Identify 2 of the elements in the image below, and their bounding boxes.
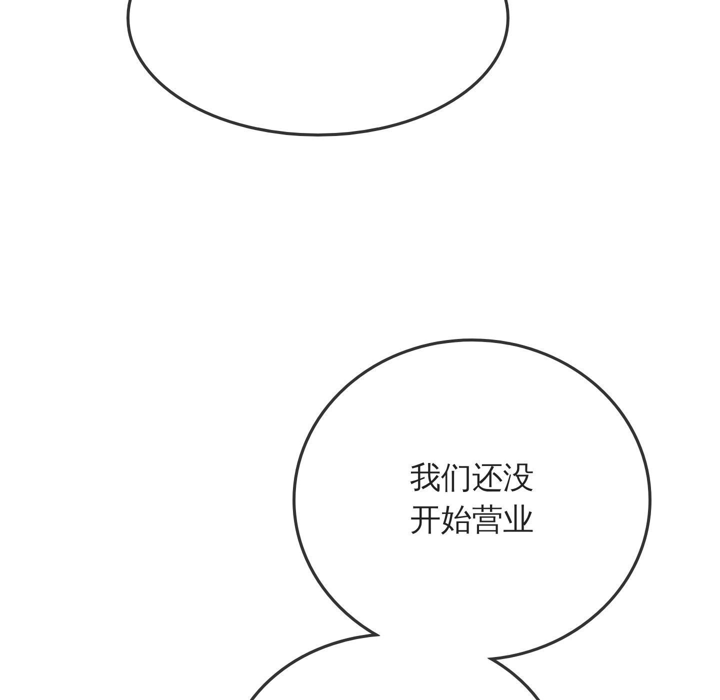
speech-bubble	[294, 340, 650, 660]
dialogue-text: 我们还没开始营业	[409, 459, 535, 540]
